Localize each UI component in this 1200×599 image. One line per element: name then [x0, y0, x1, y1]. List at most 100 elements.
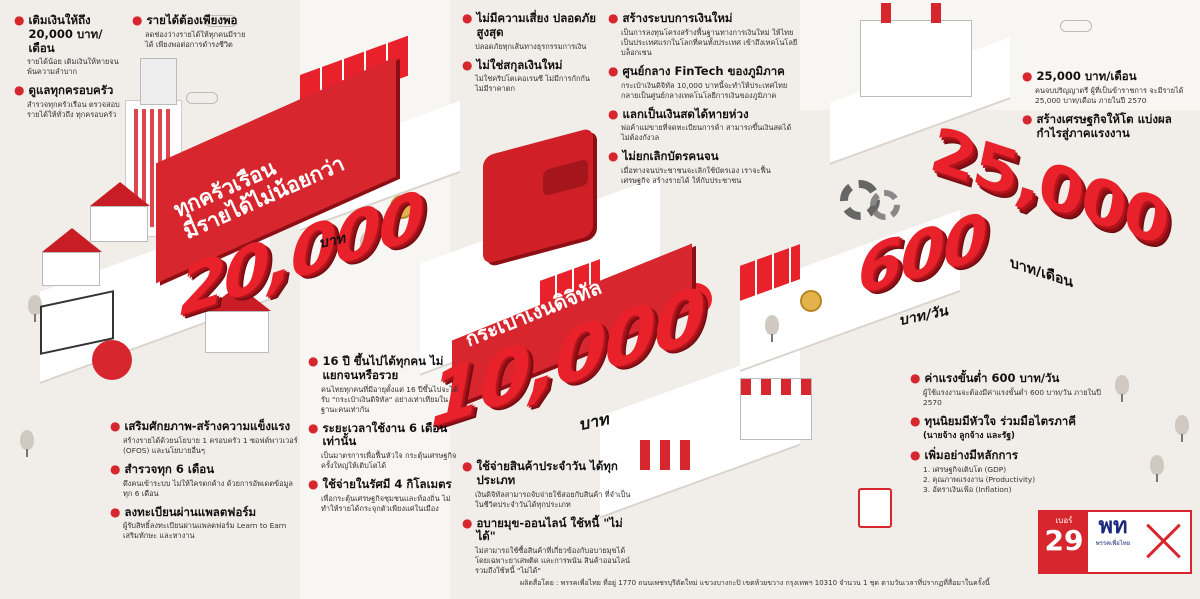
factory-illustration: [860, 3, 972, 97]
left-bottom-column: ●เสริมศักยภาพ-สร้างความแข็งแรง สร้างรายไ…: [110, 419, 300, 548]
point-desc: พ่อค้าแม่ขายที่จดทะเบียนการค้า สามารถขึ้…: [621, 123, 792, 143]
bullet-icon: ●: [462, 11, 473, 25]
point-title: รายได้ต้องเพียงพอ: [146, 13, 238, 27]
point-desc: เพื่อกระตุ้นเศรษฐกิจชุมชนและท้องถิ่น ไม่…: [321, 493, 451, 513]
bullet-icon: ●: [608, 63, 619, 78]
bullet-icon: ●: [462, 459, 473, 473]
party-name: พท พรรคเพื่อไทย: [1095, 514, 1131, 548]
tree-icon: [765, 315, 779, 342]
bullet-icon: ●: [308, 354, 319, 368]
point-desc: คนจบปริญญาตรี ผู้ที่เป็นข้าราชการ จะมีรา…: [1035, 85, 1184, 105]
bullet-icon: ●: [308, 420, 319, 435]
bullet-icon: ●: [14, 13, 25, 27]
center-top-column-1: ●ไม่มีความเสี่ยง ปลอดภัยสูงสุด ปลอดภัยทุ…: [462, 11, 600, 101]
coin-icon: [800, 290, 822, 312]
tower-illustration: [140, 58, 177, 105]
right-top-column: ●25,000 บาท/เดือน คนจบปริญญาตรี ผู้ที่เป…: [1022, 69, 1192, 140]
point-title: ใช้จ่ายสินค้าประจำวัน ได้ทุกประเภท: [476, 459, 618, 487]
left-top-column-1: ●เติมเงินให้ถึง 20,000 บาท/เดือน รายได้น…: [14, 13, 124, 127]
point-title: เสริมศักยภาพ-สร้างความแข็งแรง: [124, 419, 291, 433]
point-title: ทุนนิยมมีหัวใจ ร่วมมือไตรภาคี: [924, 413, 1076, 428]
point-title: สร้างเศรษฐกิจให้โต แบ่งผลกำไรสู่ภาคแรงงา…: [1036, 111, 1172, 140]
shopping-bag-icon: [858, 488, 892, 528]
bullet-icon: ●: [608, 11, 619, 25]
point-desc: รายได้น้อย เติมเงินให้หายจน พ้นความลำบาก: [27, 57, 119, 77]
point-desc: ผู้ใช้แรงงานจะต้องมีค่าแรงขั้นต่ำ 600 บา…: [923, 387, 1101, 407]
bullet-icon: ●: [110, 504, 121, 519]
point-desc: ดึงคนเข้าระบบ ไม่ให้ใครตกค้าง ด้วยการอัพ…: [123, 478, 293, 498]
point-desc: กระเป๋าเงินดิจิทัล 10,000 บาทนี้จะทำให้ป…: [621, 80, 788, 100]
point-title: ค่าแรงขั้นต่ำ 600 บาท/วัน: [924, 371, 1060, 385]
point-title: แลกเป็นเงินสดได้หายห่วง: [622, 106, 749, 121]
factor-list: 1. เศรษฐกิจเติบโต (GDP)2. คุณภาพแรงงาน (…: [923, 465, 1110, 495]
bullet-icon: ●: [910, 448, 921, 463]
bullet-icon: ●: [462, 515, 473, 530]
point-title: ลงทะเบียนผ่านแพลตฟอร์ม: [124, 504, 257, 519]
point-title: 25,000 บาท/เดือน: [1036, 69, 1137, 83]
point-title: ใช้จ่ายในรัศมี 4 กิโลเมตร: [322, 477, 452, 492]
tree-icon: [360, 232, 374, 259]
coin-icon: [390, 195, 414, 219]
gear-icon: [870, 190, 900, 220]
point-desc: เป็นการลงทุนโครงสร้างพื้นฐานทางการเงินให…: [621, 27, 798, 57]
point-desc: ไม่ใช่คริปโตเคอเรนซี ไม่มีการกักกัน ไม่ม…: [475, 74, 590, 94]
bullet-icon: ●: [910, 413, 921, 428]
tree-icon: [20, 430, 34, 457]
point-desc: เงินดิจิทัลสามารถจับจ่ายใช้สอยกับสินค้า …: [475, 489, 631, 509]
bullet-icon: ●: [110, 461, 121, 476]
chair-illustration: [92, 340, 132, 380]
tree-icon: [1175, 415, 1189, 442]
tree-icon: [28, 295, 42, 322]
point-title: ดูแลทุกครอบครัว: [28, 83, 114, 98]
point-desc: เป็นมาตรการเพื่อฟื้นหัวใจ กระตุ้นเศรษฐกิ…: [321, 451, 457, 471]
factor-item: 2. คุณภาพแรงงาน (Productivity): [923, 474, 1036, 484]
cloud-icon: [1060, 20, 1092, 32]
bullet-icon: ●: [1022, 111, 1033, 126]
point-title: เติมเงินให้ถึง 20,000 บาท/เดือน: [28, 13, 103, 55]
point-title: อบายมุข-ออนไลน์ ใช้หนี้ "ไม่ได้": [476, 515, 623, 544]
point-title: ไม่มีความเสี่ยง ปลอดภัยสูงสุด: [476, 11, 596, 39]
bullet-icon: ●: [910, 371, 921, 385]
house-illustration: [205, 285, 271, 355]
number-box: เบอร์ 29: [1040, 512, 1088, 572]
bullet-icon: ●: [110, 419, 121, 433]
cloud-icon: [186, 92, 218, 104]
point-title: 16 ปี ขึ้นไปได้ทุกคน ไม่แยกจนหรือรวย: [322, 354, 444, 382]
point-title: ระยะเวลาใช้งาน 6 เดือน เท่านั้น: [322, 420, 448, 449]
point-title: สำรวจทุก 6 เดือน: [124, 461, 215, 476]
bullet-icon: ●: [132, 13, 143, 27]
point-title: เพิ่มอย่างมีหลักการ: [924, 448, 1019, 463]
point-desc: ผู้รับสิทธิ์ลงทะเบียนผ่านแพลตฟอร์ม Learn…: [123, 521, 287, 541]
unit-baht-per-month: บาท/เดือน: [1010, 254, 1073, 292]
right-bottom-column: ●ค่าแรงขั้นต่ำ 600 บาท/วัน ผู้ใช้แรงงานจ…: [910, 371, 1110, 502]
point-desc: สร้างรายได้ด้วยนโยบาย 1 ครอบครัว 1 ซอฟต์…: [123, 435, 298, 455]
bullet-icon: ●: [308, 477, 319, 492]
point-desc: เมื่อทางจนประชาชนจะเลิกใช้บัตรเอง เราจะฟ…: [621, 166, 771, 186]
point-desc: คนไทยทุกคนที่มีอายุตั้งแต่ 16 ปีขึ้นไปจะ…: [321, 384, 459, 414]
bullet-icon: ●: [608, 106, 619, 121]
bullet-icon: ●: [608, 149, 619, 164]
stall-illustration: [740, 378, 812, 440]
tree-icon: [1115, 375, 1129, 402]
point-title: ไม่ยกเลิกบัตรคนจน: [622, 149, 719, 164]
point-title: สร้างระบบการเงินใหม่: [622, 11, 733, 25]
bullet-icon: ●: [462, 57, 473, 72]
left-top-column-2: ●รายได้ต้องเพียงพอ ลดช่องว่างรายได้ให้ทุ…: [132, 13, 252, 57]
factor-item: 1. เศรษฐกิจเติบโต (GDP): [923, 464, 1007, 474]
point-desc: ไม่สามารถใช้ซื้อสินค้าที่เกี่ยวข้องกับอบ…: [475, 546, 631, 576]
center-top-column-2: ●สร้างระบบการเงินใหม่ เป็นการลงทุนโครงสร…: [608, 11, 798, 193]
cloud-icon: [205, 15, 237, 27]
footer-credit: ผลิตสื่อโดย : พรรคเพื่อไทย ที่อยู่ 1770 …: [520, 579, 990, 587]
point-desc: ปลอดภัยทุกเส้นทางธุรกรรมการเงิน: [475, 41, 587, 51]
center-bottom-column-1: ●16 ปี ขึ้นไปได้ทุกคน ไม่แยกจนหรือรวย คน…: [308, 354, 459, 521]
tree-icon: [1150, 455, 1164, 482]
point-title: ไม่ใช่สกุลเงินใหม่: [476, 57, 563, 72]
point-subtitle: (นายจ้าง ลูกจ้าง และรัฐ): [923, 430, 1015, 441]
factor-item: 3. อัตราเงินเฟ้อ (Inflation): [923, 484, 1012, 494]
point-desc: ลดช่องว่างรายได้ให้ทุกคนมีรายได้ เพียงพอ…: [145, 29, 246, 49]
bullet-icon: ●: [1022, 69, 1033, 83]
bullet-icon: ●: [14, 83, 25, 98]
stall-illustration: [640, 440, 700, 470]
point-desc: สำรวจทุกครัวเรือน ตรวจสอบรายได้ให้ทั่วถึ…: [27, 100, 120, 120]
point-title: ศูนย์กลาง FinTech ของภูมิภาค: [622, 63, 785, 78]
